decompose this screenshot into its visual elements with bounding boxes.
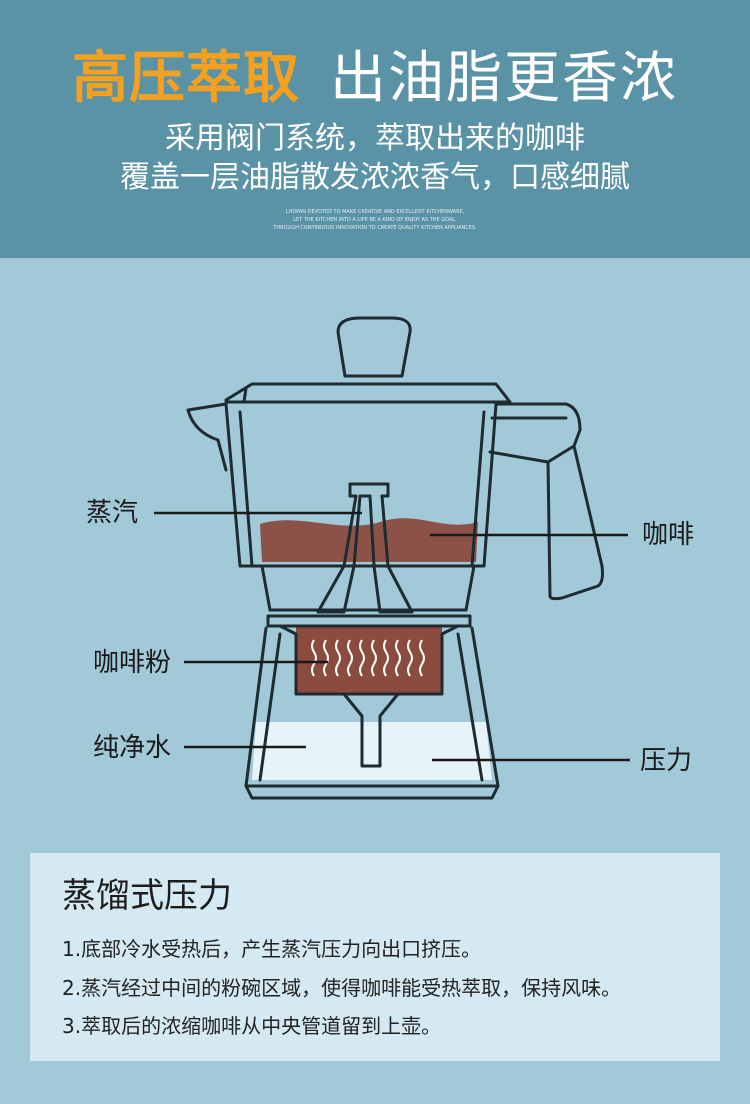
grounds-fill bbox=[296, 627, 442, 693]
label-pressure: 压力 bbox=[640, 746, 693, 776]
label-coffee: 咖啡 bbox=[642, 520, 695, 550]
subtitle-line-1: 采用阀门系统，萃取出来的咖啡 bbox=[165, 121, 585, 156]
tagline-line-1: LHOPAN DEVOTED TO MAKE CREATIVE AND EXCE… bbox=[285, 209, 465, 215]
tagline-line-2: LET THE KITCHEN INTO A LIFE BE A KIND OF… bbox=[293, 217, 457, 223]
label-coffee-grounds: 咖啡粉 bbox=[93, 648, 172, 678]
label-purified-water: 纯净水 bbox=[93, 733, 172, 763]
info-title: 蒸馏式压力 bbox=[62, 876, 232, 916]
info-step-1: 1.底部冷水受热后，产生蒸汽压力向出口挤压。 bbox=[62, 937, 482, 961]
headline: 高压萃取出油脂更香浓 bbox=[0, 44, 750, 114]
water-fill bbox=[252, 722, 492, 780]
info-step-2: 2.蒸汽经过中间的粉碗区域，使得咖啡能受热萃取，保持风味。 bbox=[62, 976, 622, 1000]
label-steam: 蒸汽 bbox=[86, 498, 139, 528]
info-step-3: 3.萃取后的浓缩咖啡从中央管道留到上壶。 bbox=[62, 1014, 442, 1038]
headline-main: 出油脂更香浓 bbox=[330, 46, 678, 111]
pot-outline bbox=[186, 316, 604, 800]
info-panel: 蒸馏式压力 1.底部冷水受热后，产生蒸汽压力向出口挤压。 2.蒸汽经过中间的粉碗… bbox=[30, 853, 720, 1061]
coffee-fill bbox=[260, 518, 478, 562]
moka-pot-diagram bbox=[154, 316, 630, 800]
header-banner: 高压萃取出油脂更香浓 采用阀门系统，萃取出来的咖啡 覆盖一层油脂散发浓浓香气，口… bbox=[0, 0, 750, 258]
pointer-lines bbox=[154, 511, 630, 762]
headline-accent: 高压萃取 bbox=[72, 46, 300, 111]
tagline-line-3: THROUGH CONTINUOUS INNOVATION TO CREATE … bbox=[273, 225, 477, 231]
subtitle-line-2: 覆盖一层油脂散发浓浓香气，口感细腻 bbox=[120, 160, 630, 195]
steam-wave-icons bbox=[311, 639, 425, 677]
